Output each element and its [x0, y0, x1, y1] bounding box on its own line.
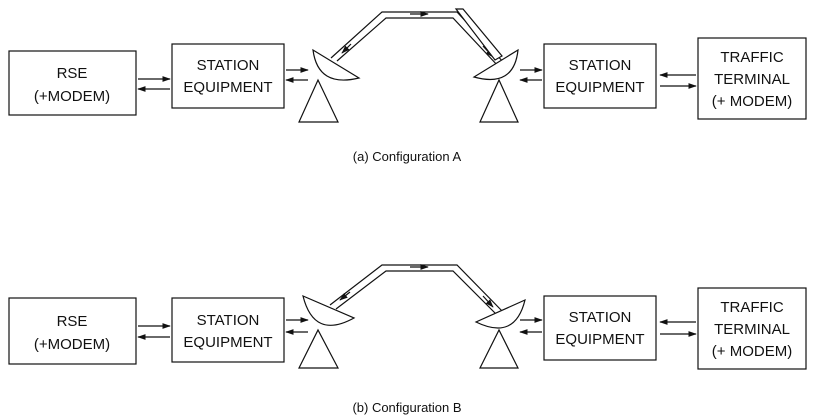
- left-antenna-dish-b: [302, 294, 356, 326]
- satellite-element-a: [454, 8, 503, 61]
- rse-modem-label-a: (+MODEM): [34, 88, 110, 105]
- right-station-label-a: STATION: [569, 57, 632, 74]
- traffic-modem-label-b: (+ MODEM): [712, 343, 792, 360]
- left-antenna-dish-a: [312, 48, 361, 81]
- left-station-label-a: STATION: [197, 57, 260, 74]
- uplink-arrow-left-b: [339, 291, 351, 301]
- terminal-label-a: TERMINAL: [714, 71, 790, 88]
- rse-box-b: [8, 297, 137, 365]
- right-antenna-dish-a: [472, 48, 519, 81]
- right-station-label2-a: EQUIPMENT: [555, 79, 644, 96]
- rse-box-a: [8, 50, 137, 116]
- left-station-box-b: [171, 297, 285, 363]
- left-station-label-b: STATION: [197, 312, 260, 329]
- satellite-path-inner-a: [336, 17, 500, 68]
- right-antenna-dish-b: [474, 298, 526, 329]
- traffic-label-b: TRAFFIC: [720, 299, 783, 316]
- left-station-box-a: [171, 43, 285, 109]
- left-antenna-mast-a: [298, 78, 339, 123]
- traffic-label-a: TRAFFIC: [720, 49, 783, 66]
- satellite-path-outer-b: [329, 264, 506, 315]
- uplink-arrow-left-a: [341, 43, 352, 54]
- traffic-terminal-box-b: [697, 287, 807, 370]
- right-antenna-mast-b: [479, 328, 519, 369]
- rse-label-b: RSE: [57, 313, 88, 330]
- right-station-label-b: STATION: [569, 309, 632, 326]
- right-station-box-a: [543, 43, 657, 109]
- downlink-arrow-right-b: [482, 295, 494, 308]
- configuration-b: RSE (+MODEM) STATION EQUIPMENT STATION E…: [8, 264, 807, 415]
- right-antenna-mast-a: [479, 78, 519, 123]
- left-station-label2-a: EQUIPMENT: [183, 79, 272, 96]
- left-antenna-mast-b: [298, 328, 339, 369]
- satellite-path-inner-b: [335, 270, 500, 318]
- traffic-modem-label-a: (+ MODEM): [712, 93, 792, 110]
- traffic-terminal-box-a: [697, 37, 807, 120]
- right-station-label2-b: EQUIPMENT: [555, 331, 644, 348]
- configuration-a: RSE (+MODEM) STATION EQUIPMENT STATION: [8, 8, 807, 164]
- rse-label-a: RSE: [57, 65, 88, 82]
- caption-a: (a) Configuration A: [353, 149, 462, 164]
- rse-modem-label-b: (+MODEM): [34, 336, 110, 353]
- terminal-label-b: TERMINAL: [714, 321, 790, 338]
- caption-b: (b) Configuration B: [352, 400, 461, 415]
- left-station-label2-b: EQUIPMENT: [183, 334, 272, 351]
- right-station-box-b: [543, 295, 657, 361]
